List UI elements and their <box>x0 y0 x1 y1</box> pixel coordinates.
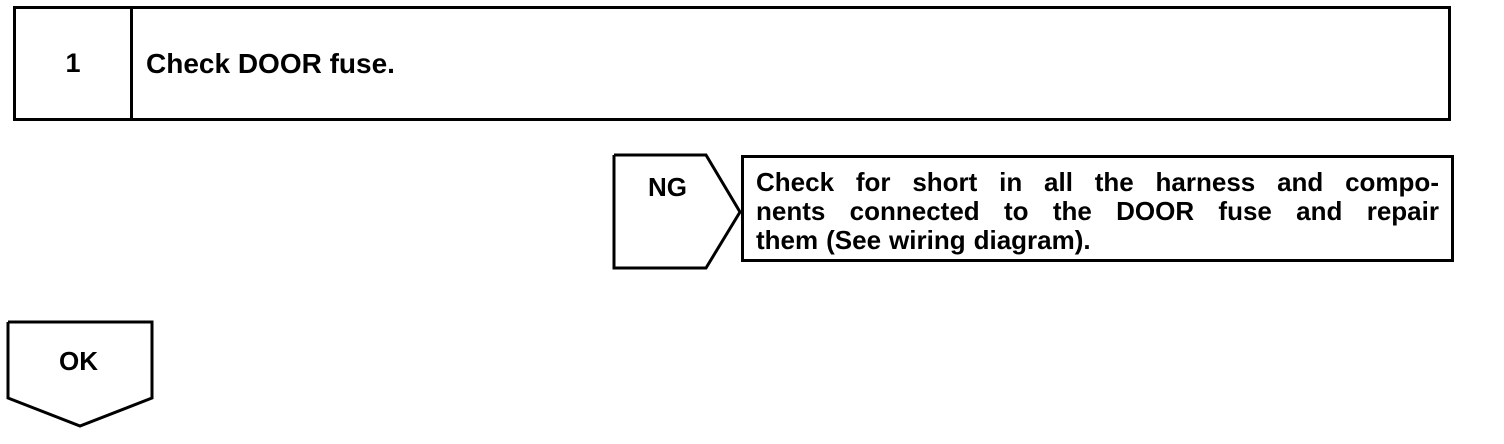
action-word: repair <box>1366 196 1439 226</box>
action-word: fuse <box>1218 196 1272 226</box>
action-word: wiring <box>889 225 966 255</box>
ng-label: NG <box>648 172 687 202</box>
action-word: in <box>999 167 1023 197</box>
step-number: 1 <box>16 9 133 118</box>
action-word: for <box>855 167 891 197</box>
action-word: diagram). <box>973 225 1091 255</box>
action-word: connected <box>849 196 980 226</box>
action-word: the <box>1094 167 1134 197</box>
action-word: to <box>1003 196 1029 226</box>
action-word: and <box>1296 196 1343 226</box>
action-word: and <box>1277 167 1324 197</box>
action-word: compo- <box>1345 167 1439 197</box>
step-title: Check DOOR fuse. <box>146 47 395 79</box>
action-word: them <box>756 225 819 255</box>
action-word: the <box>1052 196 1092 226</box>
action-word: nents <box>756 196 826 226</box>
action-word: all <box>1044 167 1073 197</box>
action-word: (See <box>826 225 882 255</box>
action-word: DOOR <box>1116 196 1195 226</box>
action-word: short <box>912 167 978 197</box>
ok-label: OK <box>59 346 98 376</box>
step-box: 1 Check DOOR fuse. <box>13 6 1451 121</box>
action-word: harness <box>1155 167 1256 197</box>
action-word: Check <box>756 167 835 197</box>
